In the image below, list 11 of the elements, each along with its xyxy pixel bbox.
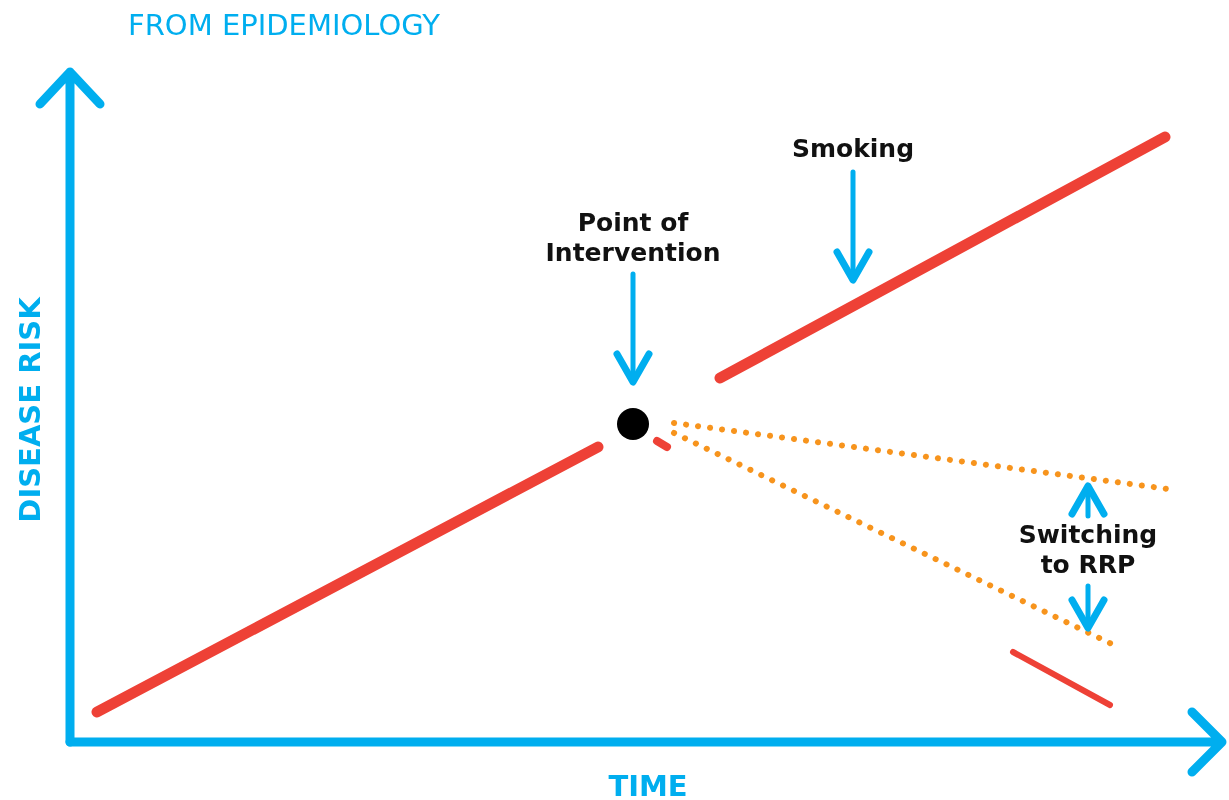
axis-label: DISEASE RISK	[13, 297, 47, 523]
arrow	[1068, 583, 1108, 632]
arrow	[1068, 482, 1108, 519]
annotation-text: Smoking	[773, 134, 933, 168]
title: FROM EPIDEMIOLOGY	[128, 8, 440, 42]
annotation-text: Point of Intervention	[533, 208, 733, 270]
axis-label: TIME	[608, 769, 688, 800]
arrow	[833, 169, 873, 284]
arrow	[613, 271, 653, 386]
intervention-dot	[617, 408, 649, 440]
annotation-text: Switching to RRP	[1008, 520, 1168, 582]
